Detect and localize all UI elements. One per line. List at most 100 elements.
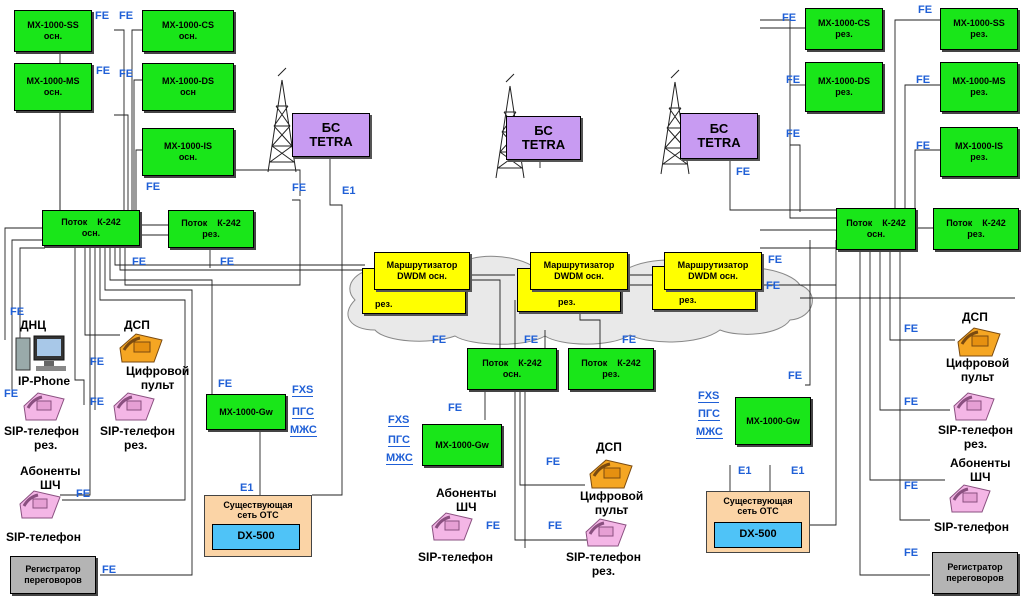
sip-center: SIP-телефон bbox=[418, 550, 493, 564]
potok-center-main-model: К-242 bbox=[518, 358, 542, 368]
fe-label: FE bbox=[95, 10, 110, 22]
dnc-label: ДНЦ bbox=[20, 318, 46, 332]
pgs-left: ПГС bbox=[292, 406, 314, 419]
fe-label: FE bbox=[766, 280, 781, 292]
fe-label: FE bbox=[546, 456, 561, 468]
e1-label: E1 bbox=[738, 465, 752, 477]
gw-center-label: MX-1000-Gw bbox=[435, 439, 489, 450]
ip-phone-label: IP-Phone bbox=[18, 374, 71, 388]
fe-label: FE bbox=[916, 74, 931, 86]
fe-label: FE bbox=[622, 334, 637, 346]
phone-icon bbox=[23, 392, 65, 421]
mx-ss-res-sub: рез. bbox=[970, 29, 988, 39]
potok-left-res-title: Поток bbox=[181, 218, 208, 228]
fe-label: FE bbox=[486, 520, 501, 532]
panel-right-line2: пульт bbox=[960, 370, 995, 384]
router-left-line2: DWDM осн. bbox=[397, 271, 447, 281]
mx-ds-main-title: MX-1000-DS bbox=[161, 76, 215, 86]
panel-center-line2: пульт bbox=[594, 503, 629, 517]
potok-center-res-state: рез. bbox=[602, 369, 620, 379]
fe-label: FE bbox=[292, 182, 307, 194]
potok-center-main-title: Поток bbox=[482, 358, 509, 368]
bs-left-line2: TETRA bbox=[309, 134, 353, 149]
fe-label: FE bbox=[916, 140, 931, 152]
subscribers-right-line1: Абоненты bbox=[950, 456, 1011, 470]
router-center-line1: Маршрутизатор bbox=[543, 260, 615, 270]
ots-left-line2: сеть ОТС bbox=[237, 510, 279, 520]
potok-right-res-title: Поток bbox=[946, 218, 973, 228]
fxs-center: FXS bbox=[388, 414, 410, 427]
mzhs-right: МЖС bbox=[696, 426, 723, 439]
fe-label: FE bbox=[90, 356, 105, 368]
bs-right-line1: БС bbox=[709, 121, 729, 136]
router-center-res-label: рез. bbox=[558, 297, 576, 307]
panel-right-line1: Цифровой bbox=[946, 356, 1010, 370]
sip-right: SIP-телефон bbox=[934, 520, 1009, 534]
subscribers-left-line2: ШЧ bbox=[40, 478, 61, 492]
recorder-left-line2: переговоров bbox=[24, 575, 82, 585]
phone-icon bbox=[957, 327, 1001, 357]
fe-label: FE bbox=[218, 378, 233, 390]
potok-right-res-model: К-242 bbox=[982, 218, 1006, 228]
mx-ds-res-title: MX-1000-DS bbox=[817, 76, 871, 86]
router-left-line1: Маршрутизатор bbox=[386, 260, 458, 270]
fe-label: FE bbox=[102, 564, 117, 576]
mx-ms-main-title: MX-1000-MS bbox=[26, 76, 80, 86]
fe-label: FE bbox=[90, 396, 105, 408]
dsp-center-label: ДСП bbox=[596, 440, 622, 454]
mx-ss-main-title: MX-1000-SS bbox=[27, 20, 79, 30]
fe-label: FE bbox=[904, 480, 919, 492]
sip-res-left2-line1: SIP-телефон bbox=[100, 424, 175, 438]
potok-center-res-title: Поток bbox=[581, 358, 608, 368]
fe-label: FE bbox=[782, 12, 797, 24]
bs-center-line1: БС bbox=[534, 123, 553, 138]
fe-label: FE bbox=[736, 166, 751, 178]
recorder-left-line1: Регистратор bbox=[25, 564, 81, 574]
mx-is-res-title: MX-1000-IS bbox=[954, 141, 1004, 151]
fe-label: FE bbox=[146, 181, 161, 193]
panel-left-line2: пульт bbox=[140, 378, 175, 392]
e1-label: E1 bbox=[240, 482, 254, 494]
bs-center-line2: TETRA bbox=[521, 137, 566, 152]
ots-right-line1: Существующая bbox=[723, 496, 793, 506]
fe-label: FE bbox=[786, 74, 801, 86]
subscribers-left-line1: Абоненты bbox=[20, 464, 81, 478]
recorder-right-line2: переговоров bbox=[946, 573, 1004, 583]
fe-label: FE bbox=[432, 334, 447, 346]
ots-right-line2: сеть ОТС bbox=[737, 506, 779, 516]
mzhs-center: МЖС bbox=[386, 452, 413, 465]
phone-icon bbox=[19, 490, 61, 519]
dsp-left-label: ДСП bbox=[124, 318, 150, 332]
phone-icon bbox=[949, 484, 991, 513]
potok-left-res-model: К-242 bbox=[217, 218, 241, 228]
dx-right: DX-500 bbox=[714, 522, 802, 548]
bs-left-line1: БС bbox=[321, 120, 341, 135]
mx-is-main-sub: осн. bbox=[178, 152, 198, 162]
mx-ms-res-sub: рез. bbox=[970, 87, 988, 97]
fe-label: FE bbox=[132, 256, 147, 268]
mx-is-res-sub: рез. bbox=[970, 152, 988, 162]
potok-right-main-state: осн. bbox=[866, 229, 886, 239]
sip-res-center-line2: рез. bbox=[591, 564, 616, 578]
fe-label: FE bbox=[768, 254, 783, 266]
gw-left-label: MX-1000-Gw bbox=[219, 406, 273, 417]
bs-right-line2: TETRA bbox=[697, 135, 741, 150]
phone-icon bbox=[119, 333, 163, 363]
